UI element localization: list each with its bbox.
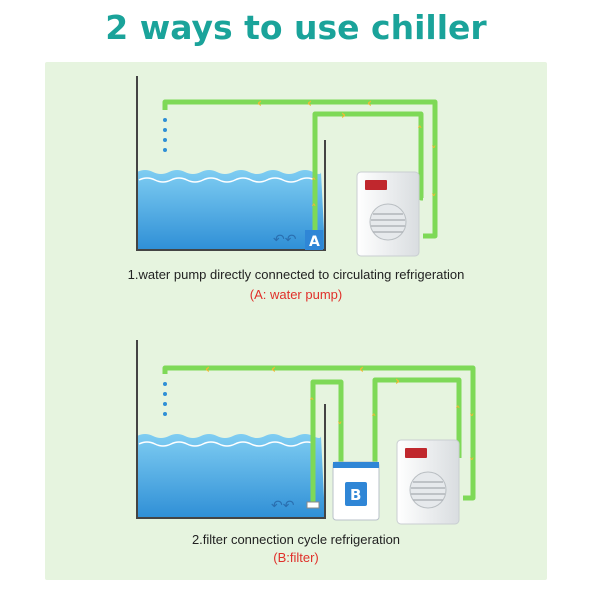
svg-text:˅: ˅ — [469, 412, 475, 425]
svg-text:˄: ˄ — [311, 176, 317, 189]
svg-text:˄: ˄ — [311, 202, 317, 215]
water-drip-icon — [163, 118, 167, 152]
svg-text:˄: ˄ — [309, 396, 315, 409]
svg-text:˄: ˄ — [455, 404, 461, 417]
pipe2-return — [162, 365, 476, 501]
pump-a-box — [305, 230, 323, 250]
tank2-wave — [138, 441, 316, 447]
method1-sub-caption: (A: water pump) — [249, 287, 343, 302]
svg-text:˄: ˄ — [371, 412, 377, 425]
svg-text:˅: ˅ — [431, 192, 437, 205]
tank1-wave — [138, 177, 316, 183]
method2-caption: 2.filter connection cycle refrigeration — [191, 532, 401, 547]
svg-text:‹: ‹ — [307, 96, 312, 110]
svg-text:˅: ˅ — [431, 144, 437, 157]
method1-caption: 1.water pump directly connected to circu… — [127, 267, 465, 282]
flow-arrow-icon: ‹ ‹ ‹ › ˄ ˄ ˅ ˅ ˄ — [257, 96, 437, 215]
svg-text:‹: ‹ — [367, 96, 372, 110]
tank1-water — [137, 170, 325, 250]
water-drip-icon — [163, 382, 167, 416]
tank2-water — [137, 434, 325, 518]
method2-diagram: ↶↶ B — [136, 340, 476, 525]
chiller-unit-icon — [356, 171, 420, 257]
method1-diagram: ↶↶ A ‹ ‹ ‹ › ˄ — [136, 76, 438, 257]
filter-b-box — [345, 482, 367, 506]
flow-arrow-icon: ‹ ‹ ‹ › ˄ ˅ ˄ ˄ ˅ ˅ — [205, 362, 475, 469]
diagram-panel: ↶↶ A ‹ ‹ ‹ › ˄ — [45, 62, 547, 580]
filter-b-label: B — [350, 486, 361, 504]
page-title: 2 ways to use chiller — [105, 8, 487, 47]
svg-text:›: › — [395, 374, 400, 388]
pipe2-supply — [372, 377, 462, 462]
pump-outlet — [306, 501, 320, 509]
svg-text:˄: ˄ — [417, 124, 423, 137]
svg-text:‹: ‹ — [359, 362, 364, 376]
svg-text:›: › — [341, 108, 346, 122]
chiller-unit-icon — [396, 439, 460, 525]
pump-a-label: A — [309, 234, 320, 250]
svg-text:‹: ‹ — [271, 362, 276, 376]
tank2-wall — [136, 340, 326, 519]
chiller-diagram: ↶↶ A ‹ ‹ ‹ › ˄ — [136, 76, 476, 525]
method2-sub-caption: (B:filter) — [273, 550, 319, 565]
svg-text:‹: ‹ — [257, 96, 262, 110]
tank1-wall — [136, 76, 326, 251]
swirl-current-icon: ↶↶ — [273, 232, 297, 248]
pipe1-supply — [312, 111, 424, 230]
svg-text:˅: ˅ — [337, 420, 343, 433]
swirl-current-icon: ↶↶ — [271, 498, 295, 514]
pipe2-intake — [310, 379, 344, 502]
pipe1-return — [162, 99, 438, 239]
svg-text:˅: ˅ — [469, 456, 475, 469]
svg-text:‹: ‹ — [205, 362, 210, 376]
